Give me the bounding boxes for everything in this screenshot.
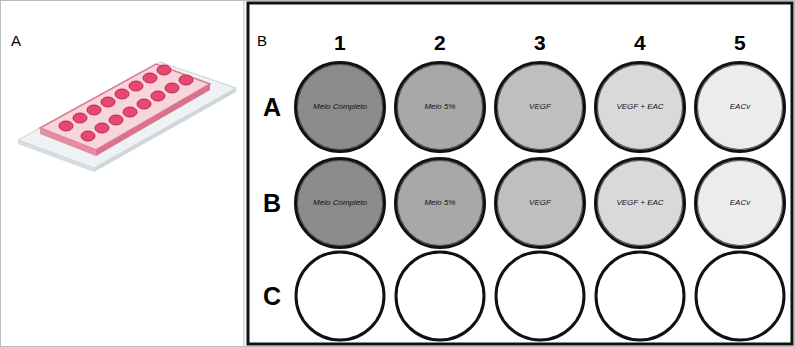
well-circle: VEGF + EAC bbox=[594, 157, 686, 249]
row-letter: C bbox=[263, 284, 281, 309]
well-circle: VEGF bbox=[494, 61, 586, 153]
well-label: Meio 5% bbox=[424, 198, 455, 207]
row-letter: A bbox=[263, 95, 281, 120]
well-label: VEGF bbox=[529, 102, 551, 111]
well-circle: VEGF bbox=[494, 157, 586, 249]
well-circle: EACv bbox=[694, 61, 786, 153]
column-number: 3 bbox=[534, 32, 546, 53]
well-label: Meio 5% bbox=[424, 102, 455, 111]
column-number: 1 bbox=[334, 32, 346, 53]
well-label: VEGF + EAC bbox=[616, 102, 663, 111]
row-letter: B bbox=[263, 191, 281, 216]
column-number: 2 bbox=[434, 32, 446, 53]
empty-wells bbox=[296, 252, 784, 340]
well-circle: EACv bbox=[694, 157, 786, 249]
well-label: EACv bbox=[730, 102, 750, 111]
panel-letter: B bbox=[257, 33, 267, 48]
column-number: 4 bbox=[634, 32, 646, 53]
well-label: VEGF + EAC bbox=[616, 198, 663, 207]
well-circle: Meio 5% bbox=[394, 61, 486, 153]
well-label: Meio Completo bbox=[313, 102, 367, 111]
well-circle: Meio 5% bbox=[394, 157, 486, 249]
well-circle: Meio Completo bbox=[294, 157, 386, 249]
well-circle: Meio Completo bbox=[294, 61, 386, 153]
well-label: EACv bbox=[730, 198, 750, 207]
panel-letter: A bbox=[11, 33, 21, 48]
column-number: 5 bbox=[734, 32, 746, 53]
chamber-slide bbox=[18, 62, 236, 172]
well-label: Meio Completo bbox=[313, 198, 367, 207]
well-label: VEGF bbox=[529, 198, 551, 207]
well-circle: VEGF + EAC bbox=[594, 61, 686, 153]
